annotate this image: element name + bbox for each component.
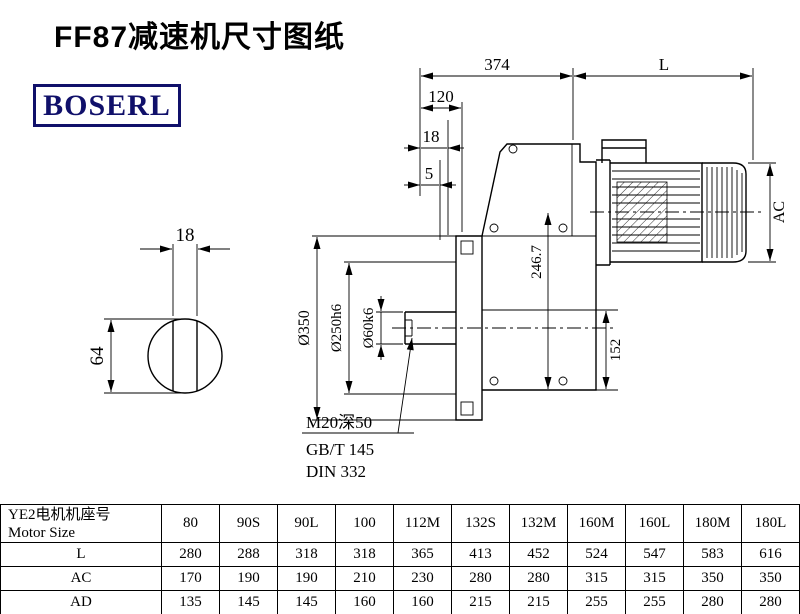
standard-din-label: DIN 332 xyxy=(306,462,366,481)
dim-cell: 145 xyxy=(219,590,278,614)
dimension-annotations: 374 L 120 18 5 AC xyxy=(296,55,788,481)
dim-cell: 280 xyxy=(451,566,510,591)
dim-cell: 280 xyxy=(741,590,800,614)
table-row-AD: AD 135 145 145 160 160 215 215 255 255 2… xyxy=(0,590,800,614)
dim-cell: 210 xyxy=(335,566,394,591)
dim-cell: 350 xyxy=(741,566,800,591)
motor-size-header: YE2电机机座号 Motor Size xyxy=(0,504,162,543)
technical-drawing: 18 64 xyxy=(87,55,788,481)
dim-cell: 547 xyxy=(625,542,684,567)
column-header: 90S xyxy=(219,504,278,543)
dim-cell: 315 xyxy=(625,566,684,591)
dim-cell: 318 xyxy=(335,542,394,567)
motor-size-header-cn: YE2电机机座号 xyxy=(8,506,111,523)
dim-cell: 215 xyxy=(509,590,568,614)
dim-cell: 288 xyxy=(219,542,278,567)
dim-L-label: L xyxy=(659,55,669,74)
column-header: 132S xyxy=(451,504,510,543)
dim-120-label: 120 xyxy=(428,87,454,106)
column-header: 180L xyxy=(741,504,800,543)
row-label: AC xyxy=(0,566,162,591)
dim-cell: 145 xyxy=(277,590,336,614)
column-header: 160M xyxy=(567,504,626,543)
column-header: 112M xyxy=(393,504,452,543)
dim-5-label: 5 xyxy=(425,164,434,183)
dim-cell: 190 xyxy=(277,566,336,591)
dim-374-label: 374 xyxy=(484,55,510,74)
dim-152-label: 152 xyxy=(608,339,624,362)
dia-250-label: Ø250h6 xyxy=(329,303,345,352)
dim-cell: 365 xyxy=(393,542,452,567)
dim-cell: 318 xyxy=(277,542,336,567)
dim-cell: 170 xyxy=(161,566,220,591)
dim-cell: 255 xyxy=(567,590,626,614)
dim-cell: 452 xyxy=(509,542,568,567)
dim-cell: 190 xyxy=(219,566,278,591)
column-header: 80 xyxy=(161,504,220,543)
brand-logo-text: BOSERL xyxy=(43,88,171,122)
shaft-height-label: 64 xyxy=(87,346,108,366)
dim-cell: 160 xyxy=(393,590,452,614)
dim-18-label: 18 xyxy=(423,127,440,146)
table-row-L: L 280 288 318 318 365 413 452 524 547 58… xyxy=(0,542,800,567)
dia-350-label: Ø350 xyxy=(296,310,313,346)
row-label: L xyxy=(0,542,162,567)
thread-note-label: M20深50 xyxy=(306,413,372,432)
column-header: 180M xyxy=(683,504,742,543)
dim-cell: 135 xyxy=(161,590,220,614)
motor-size-header-en: Motor Size xyxy=(8,524,76,541)
dim-cell: 280 xyxy=(161,542,220,567)
row-label: AD xyxy=(0,590,162,614)
dim-cell: 350 xyxy=(683,566,742,591)
dim-AC-label: AC xyxy=(771,201,788,223)
dim-cell: 583 xyxy=(683,542,742,567)
column-header: 90L xyxy=(277,504,336,543)
dim-cell: 280 xyxy=(683,590,742,614)
column-header: 132M xyxy=(509,504,568,543)
dim-cell: 255 xyxy=(625,590,684,614)
motor-size-table: YE2电机机座号 Motor Size 80 90S 90L 100 112M … xyxy=(0,504,800,614)
table-row-AC: AC 170 190 190 210 230 280 280 315 315 3… xyxy=(0,566,800,591)
brand-logo: BOSERL xyxy=(33,84,181,127)
dim-246-7-label: 246.7 xyxy=(529,245,545,279)
column-header: 100 xyxy=(335,504,394,543)
motor-core-hatch xyxy=(616,181,668,243)
dim-cell: 413 xyxy=(451,542,510,567)
dim-cell: 315 xyxy=(567,566,626,591)
dim-cell: 280 xyxy=(509,566,568,591)
dia-60-label: Ø60k6 xyxy=(361,307,377,348)
column-header: 160L xyxy=(625,504,684,543)
page-title: FF87减速机尺寸图纸 xyxy=(54,21,346,54)
dim-cell: 160 xyxy=(335,590,394,614)
dim-cell: 215 xyxy=(451,590,510,614)
table-header-row: YE2电机机座号 Motor Size 80 90S 90L 100 112M … xyxy=(0,504,800,543)
dim-cell: 616 xyxy=(741,542,800,567)
standard-gbt-label: GB/T 145 xyxy=(306,440,374,459)
motor-outline xyxy=(596,139,747,266)
shaft-end-view: 18 64 xyxy=(87,225,230,394)
dim-cell: 524 xyxy=(567,542,626,567)
key-width-label: 18 xyxy=(176,225,195,246)
dim-cell: 230 xyxy=(393,566,452,591)
